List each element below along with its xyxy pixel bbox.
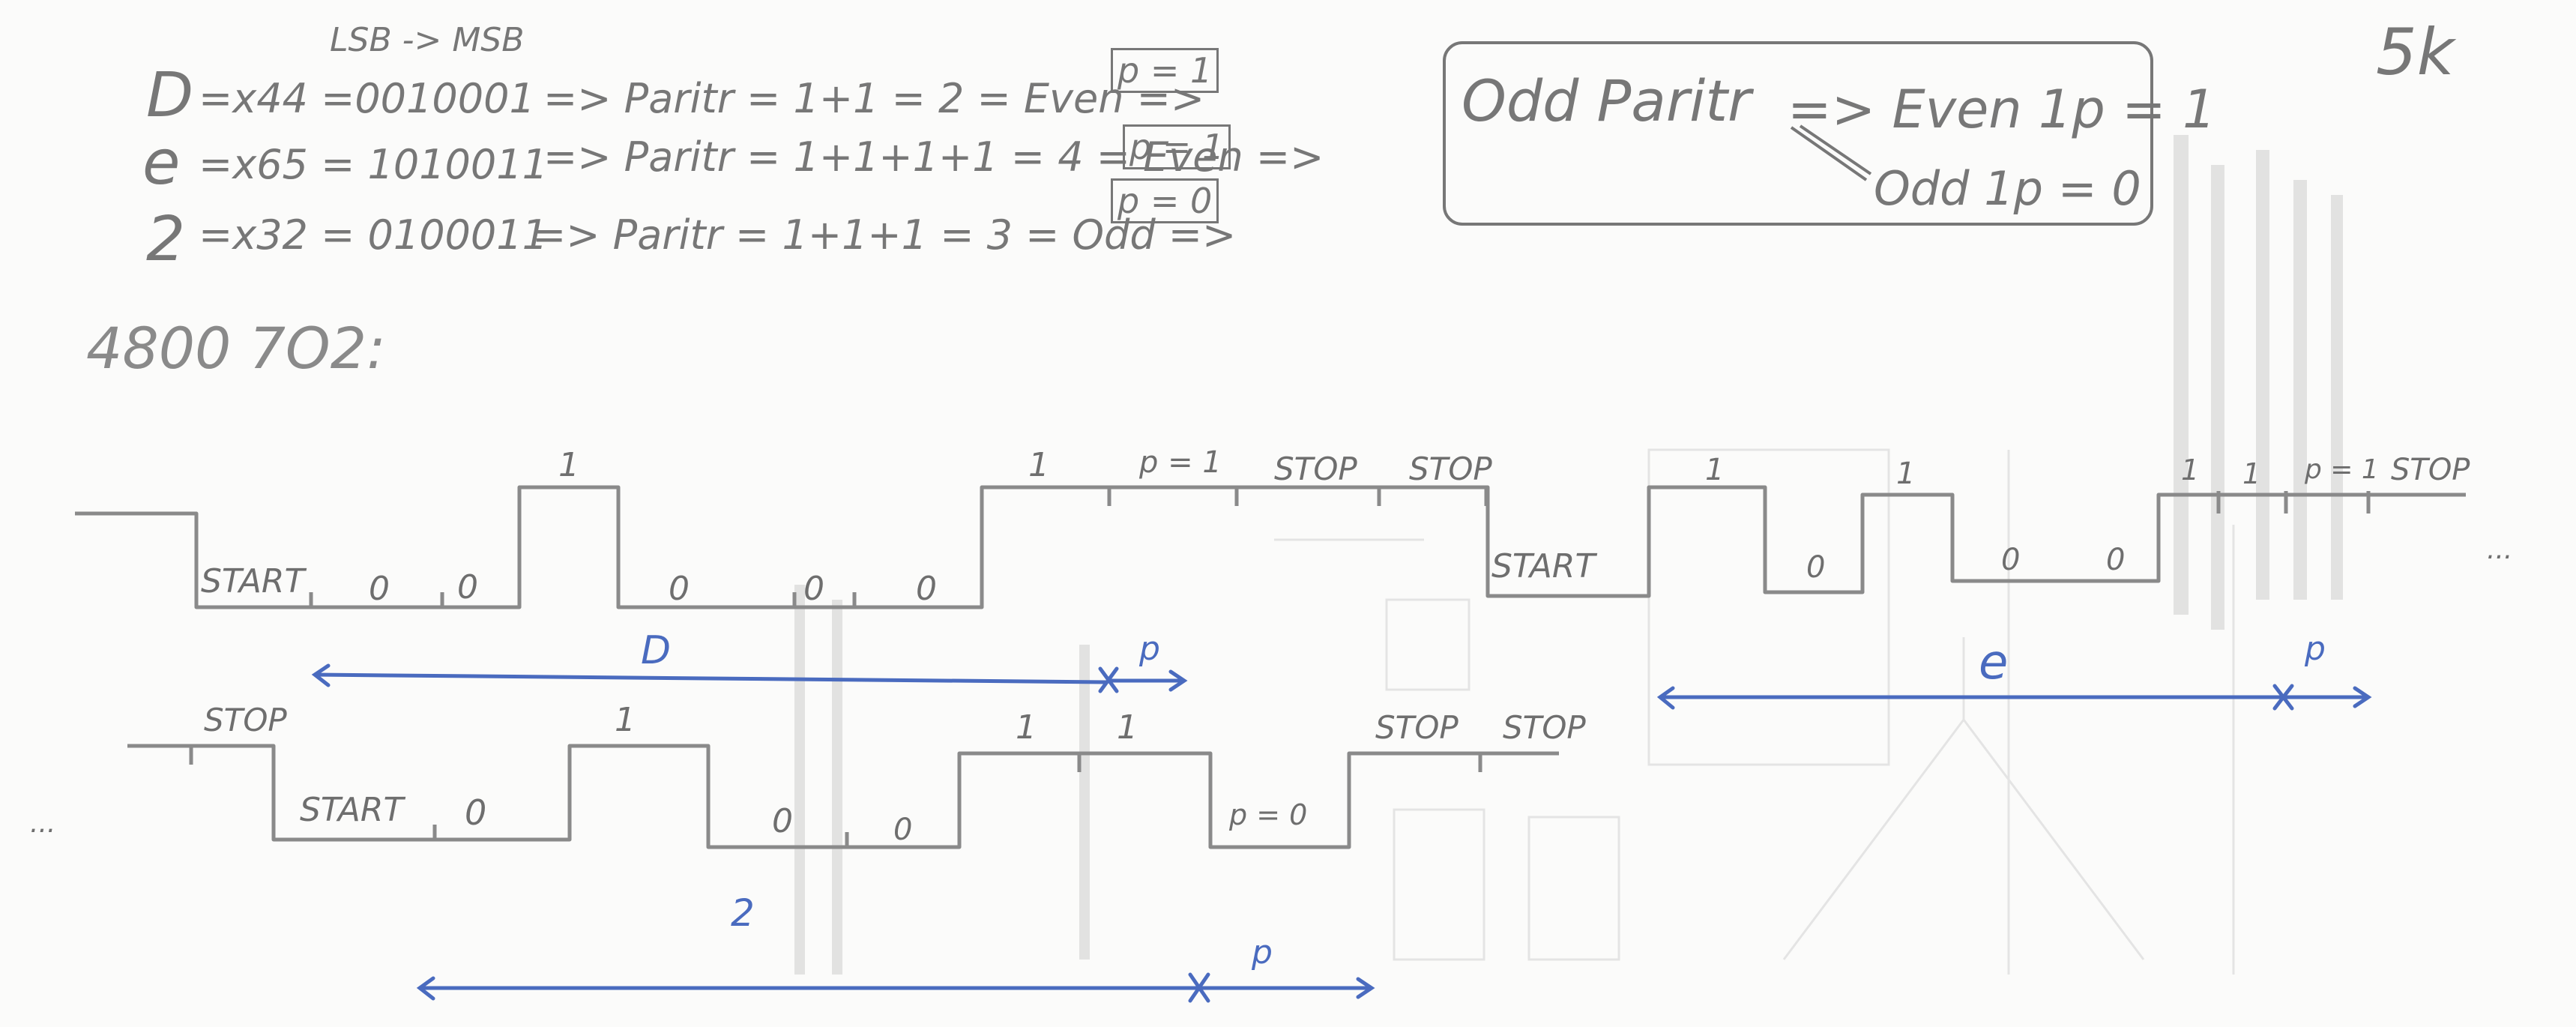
wf2-stop-1: STOP	[1375, 709, 1459, 746]
wf1-bit-3: 1	[558, 446, 579, 484]
wf2-bit-3: 0	[772, 802, 793, 840]
parity-cross-2	[1188, 972, 1210, 1003]
wf1b-bit-7: 1	[2242, 457, 2260, 490]
wf1-start2-label: START	[1491, 547, 1597, 585]
hex-binary-d: =x44 =0010001	[199, 75, 535, 122]
wf1b-bit-6: 1	[2181, 454, 2199, 487]
wf1-continuation: ...	[2487, 534, 2512, 565]
char-2: 2	[146, 204, 186, 275]
span-label-d: D	[641, 628, 671, 673]
rule-even: => Even 1p = 1	[1788, 79, 2216, 140]
rule-title: Odd Paritr	[1462, 67, 1752, 134]
span-arrow-e	[1656, 686, 2284, 710]
wf1-start-label: START	[201, 562, 307, 600]
wf1-bit-5: 0	[803, 570, 824, 608]
span-label-2: 2	[731, 891, 755, 935]
wf1-bit-2: 0	[457, 568, 478, 606]
wf1-bit-1: 0	[369, 570, 390, 608]
wf1b-bit-4: 0	[2001, 543, 2020, 577]
wf1b-bit-5: 0	[2106, 543, 2125, 577]
wf1-bit-6: 0	[916, 570, 937, 608]
wf1-stop-2: STOP	[1409, 451, 1492, 487]
char-e: e	[142, 127, 181, 199]
wf2-bit-5: 1	[1016, 708, 1037, 747]
wf1b-bit-1: 1	[1705, 453, 1724, 487]
span-label-d-parity: p	[1138, 630, 1160, 668]
char-d: D	[146, 60, 194, 131]
wf1-parity: p = 1	[1138, 445, 1222, 480]
wf2-bit-2: 1	[615, 701, 636, 739]
grade-mark: 5k	[2376, 15, 2455, 90]
parity-arrow-e	[2282, 686, 2372, 708]
wf1-bit-4: 0	[669, 570, 690, 608]
wf2-stop-2: STOP	[1503, 709, 1586, 746]
waveform2-signal	[127, 744, 1559, 849]
parity-result-2: p = 0	[1111, 178, 1219, 223]
span-label-e: e	[1979, 635, 2008, 690]
wf2-start-label: START	[300, 791, 405, 829]
odd-parity-rule-box	[1443, 41, 2153, 226]
waveform2-bit-ticks	[189, 746, 1482, 847]
parity-calc-2: => Paritr = 1+1+1 = 3 = Odd =>	[532, 211, 1237, 259]
wf1b-stop: STOP	[2391, 453, 2470, 487]
span-label-e-parity: p	[2304, 630, 2326, 668]
wf1b-parity: p = 1	[2304, 454, 2379, 485]
parity-calc-d: => Paritr = 1+1 = 2 = Even =>	[543, 75, 1205, 122]
wf2-parity: p = 0	[1228, 798, 1307, 831]
wf1b-bit-3: 1	[1896, 457, 1915, 491]
wf1b-bit-2: 0	[1806, 550, 1825, 585]
wf2-prev-stop: STOP	[204, 702, 287, 738]
wf1-stop-1: STOP	[1274, 451, 1357, 487]
hex-binary-2: =x32 = 0100011	[199, 211, 548, 259]
parity-arrow-2	[1201, 977, 1375, 999]
wf1-bit-7: 1	[1028, 446, 1049, 484]
parity-result-e: p = 1	[1123, 124, 1231, 169]
baud-config-label: 4800 7O2:	[86, 315, 386, 382]
rule-branch-arrow	[1790, 124, 1872, 181]
hex-binary-e: =x65 = 1010011	[199, 141, 548, 188]
wf2-bit-4: 0	[893, 813, 912, 847]
parity-result-d: p = 1	[1111, 48, 1219, 93]
parity-calc-e: => Paritr = 1+1+1+1 = 4 = Even =>	[543, 133, 1324, 181]
waveform1-signal	[75, 485, 2466, 609]
span-label-2-parity: p	[1251, 933, 1273, 972]
span-arrow-d	[311, 663, 1108, 687]
span-arrow-2	[416, 976, 1201, 1001]
wf2-lead-continuation: ...	[30, 808, 55, 839]
wf2-bit-6: 1	[1117, 708, 1138, 747]
rule-odd: Odd 1p = 0	[1874, 161, 2141, 216]
parity-arrow-d	[1107, 669, 1188, 692]
bit-order-note: LSB -> MSB	[330, 21, 525, 59]
wf2-bit-1: 0	[465, 792, 486, 833]
waveform1-bit-ticks	[309, 487, 2371, 607]
